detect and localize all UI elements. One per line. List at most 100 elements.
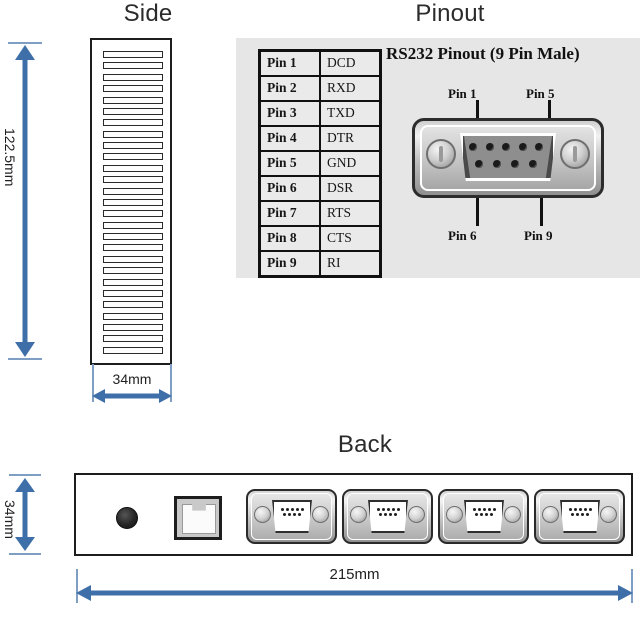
vent-slot [103,176,163,184]
db9-port-screw-right [408,506,425,523]
pinout-pin-number: Pin 5 [258,150,321,177]
db9-port-pins [276,508,308,516]
db9-pin [518,143,527,151]
dimension-tick-left [76,569,78,603]
pinout-signal-name: RTS [319,200,382,227]
pinout-signal-name: RI [319,250,382,278]
pinout-pin-number: Pin 8 [258,225,321,252]
db9-port-screw-right [504,506,521,523]
db9-port-pin-row-bottom [475,513,493,516]
double-arrow-horizontal-icon [76,585,633,601]
vent-slot [103,142,163,149]
double-arrow-vertical-icon [15,45,35,357]
pinout-view-title: Pinout [415,0,485,27]
db9-screw-left [426,139,456,169]
vent-slot [103,278,163,286]
leader-line-pin5 [548,100,551,133]
back-height-label: 34mm [2,500,18,539]
serial-port-2 [342,489,433,544]
pinout-signal-name: TXD [319,100,382,127]
side-height-label: 122.5mm [2,128,18,187]
vent-slot [103,107,163,115]
vent-slot [103,335,163,343]
pinout-signal-name: RXD [319,75,382,102]
db9-port-screw-left [446,506,463,523]
rj45-icon [174,496,222,540]
db9-port-pin-row-bottom [571,513,589,516]
vent-slot [103,62,163,70]
back-view-chassis [74,473,633,556]
dimension-back-width [76,569,633,615]
db9-pin [485,143,494,151]
serial-port-4 [534,489,625,544]
pinout-signal-name: DSR [319,175,382,202]
dimension-tick-left [92,364,94,402]
serial-port-1 [246,489,337,544]
db9-pin [511,160,519,168]
vent-slot [103,221,163,229]
back-view-title: Back [337,431,393,458]
pinout-pin-number: Pin 7 [258,200,321,227]
db9-pin [475,160,483,168]
pinout-pin-number: Pin 3 [258,100,321,127]
vent-slot [103,244,163,252]
db9-port-d-shell [464,500,504,533]
pinout-signal-name: CTS [319,225,382,252]
db9-pin [502,143,510,151]
db9-port-pin-row-bottom [283,513,301,516]
dimension-tick-bottom [9,553,41,555]
db9-port-pin-row-top [376,508,400,511]
dimension-tick-right [170,364,172,402]
db9-port-pins [372,508,404,516]
vent-slot [103,312,163,320]
db9-port-screw-left [350,506,367,523]
pinout-signal-name: DCD [319,49,382,77]
vent-slot [103,164,163,172]
back-width-label: 215mm [329,566,380,583]
db9-port-screw-left [542,506,559,523]
db9-port-screw-left [254,506,271,523]
side-view-title: Side [123,0,173,27]
connector-label-pin1: Pin 1 [448,86,477,101]
connector-label-pin5: Pin 5 [526,86,555,101]
dimension-side-height [8,42,42,360]
db9-screw-right [560,139,590,169]
pinout-pin-number: Pin 6 [258,175,321,202]
vent-slot [103,267,163,275]
dimension-back-height [9,474,41,555]
db9-port-pins [468,508,500,516]
vent-slot [103,289,163,297]
double-arrow-vertical-icon [15,478,35,551]
vent-slot [103,210,163,218]
pinout-heading: RS232 Pinout (9 Pin Male) [386,44,580,63]
pinout-signal-name: GND [319,150,382,177]
db9-pin-row-top [469,143,543,151]
vent-slot [103,153,163,161]
dimension-tick-top [8,42,42,44]
vent-slot [103,85,163,93]
dimension-tick-top [9,474,41,476]
pinout-pin-number: Pin 9 [258,250,321,278]
side-view-vent-group [103,51,163,354]
serial-port-3 [438,489,529,544]
connector-label-pin9: Pin 9 [524,228,553,243]
db9-port-pin-row-top [472,508,496,511]
db9-port-pins [564,508,596,516]
side-width-label: 34mm [112,371,152,387]
db9-pin [469,143,477,151]
db9-pin [529,160,537,168]
vent-slot [103,51,163,58]
double-arrow-horizontal-icon [92,389,172,403]
pinout-pin-number: Pin 4 [258,125,321,152]
vent-slot [103,198,163,206]
